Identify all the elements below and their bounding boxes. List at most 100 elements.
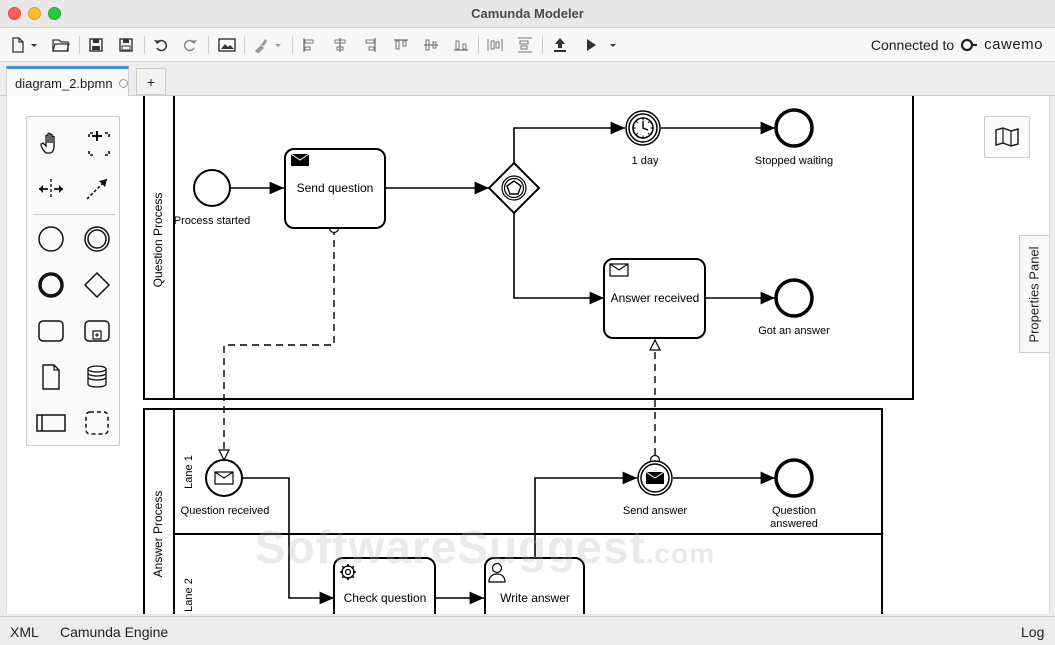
minimap-toggle-button[interactable] — [984, 116, 1030, 158]
tab-label: diagram_2.bpmn — [15, 75, 113, 91]
create-group[interactable] — [81, 407, 113, 439]
set-color-button[interactable] — [250, 36, 284, 54]
cawemo-connection[interactable]: Connected to cawemo — [871, 36, 1043, 53]
align-left-icon — [303, 38, 314, 52]
task-answer-received[interactable]: Answer received — [603, 258, 706, 339]
properties-panel-toggle[interactable]: Properties Panel — [1019, 235, 1049, 353]
lane-label: Lane 2 — [183, 578, 195, 612]
gateway-icon — [83, 271, 111, 299]
cawemo-logo-icon — [961, 38, 978, 51]
properties-panel-label: Properties Panel — [1027, 245, 1042, 343]
create-start-event[interactable] — [35, 223, 67, 255]
run-icon — [587, 39, 616, 51]
end-event-question-answered[interactable]: Question answered — [770, 458, 818, 530]
toolbar-separator — [79, 36, 80, 54]
tab-diagram[interactable]: diagram_2.bpmn — [6, 66, 129, 97]
window-title: Camunda Modeler — [471, 6, 584, 21]
message-flows[interactable] — [223, 228, 656, 460]
space-tool[interactable] — [35, 173, 67, 205]
task-check-question[interactable]: Check question — [333, 557, 436, 614]
end-event-stopped-waiting[interactable]: Stopped waiting — [755, 108, 833, 167]
save-button[interactable] — [86, 36, 106, 54]
event-label: answered — [770, 518, 818, 530]
xml-button[interactable]: XML — [10, 624, 39, 640]
minimize-window-button[interactable] — [28, 7, 41, 20]
unsaved-indicator-icon[interactable] — [118, 78, 128, 88]
data-store-icon — [87, 365, 107, 388]
distribute-horizontal-icon — [487, 39, 503, 51]
open-file-button[interactable] — [50, 36, 72, 54]
task-icon — [38, 320, 64, 342]
align-center-icon — [334, 38, 346, 52]
create-data-object[interactable] — [35, 361, 67, 393]
align-right-icon — [365, 38, 376, 52]
task-label: Send question — [297, 181, 374, 195]
open-folder-icon — [52, 39, 70, 52]
envelope-filled-icon — [645, 471, 665, 484]
create-gateway[interactable] — [81, 269, 113, 301]
start-event-process-started[interactable]: Process started — [174, 169, 250, 227]
diagram-canvas[interactable]: Question Process Answer Process Lane 1 L… — [6, 96, 1050, 614]
distribute-vertical-icon — [518, 37, 532, 53]
image-export-icon — [218, 38, 236, 52]
deploy-button[interactable] — [550, 36, 570, 54]
create-data-store[interactable] — [81, 361, 113, 393]
map-icon — [995, 127, 1019, 147]
task-label: Write answer — [500, 591, 570, 605]
create-subprocess[interactable] — [81, 315, 113, 347]
align-right-button[interactable] — [361, 36, 379, 54]
end-event-got-answer[interactable]: Got an answer — [758, 278, 830, 337]
align-center-button[interactable] — [331, 36, 349, 54]
event-label: Process started — [174, 215, 250, 227]
clock-icon — [632, 117, 654, 139]
pool-label: Question Process — [151, 193, 165, 288]
global-connect-tool[interactable] — [81, 173, 113, 205]
distribute-vertical-button[interactable] — [516, 36, 534, 54]
align-middle-button[interactable] — [422, 36, 440, 54]
undo-button[interactable] — [151, 36, 171, 54]
align-top-icon — [394, 39, 408, 50]
add-tab-button[interactable]: + — [136, 68, 166, 95]
color-brush-icon — [255, 39, 281, 53]
close-window-button[interactable] — [8, 7, 21, 20]
task-write-answer[interactable]: Write answer — [484, 557, 585, 614]
message-throw-event-send-answer[interactable]: Send answer — [623, 460, 688, 517]
align-left-button[interactable] — [300, 36, 318, 54]
event-based-gateway[interactable] — [487, 161, 541, 215]
deploy-icon — [554, 38, 566, 52]
create-task[interactable] — [35, 315, 67, 347]
status-bar: XML Camunda Engine Log — [0, 616, 1055, 645]
run-button[interactable] — [580, 36, 620, 54]
hand-tool-icon — [40, 132, 55, 154]
envelope-icon — [214, 471, 234, 485]
task-send-question[interactable]: Send question — [284, 148, 386, 229]
tab-bar: diagram_2.bpmn + — [0, 62, 1055, 97]
pool-answer-process[interactable]: Answer Process Lane 1 Lane 2 — [143, 408, 883, 614]
hand-tool[interactable] — [35, 127, 67, 159]
save-as-button[interactable] — [116, 36, 136, 54]
group-icon — [85, 411, 109, 435]
create-intermediate-event[interactable] — [81, 223, 113, 255]
tool-palette — [26, 116, 120, 446]
align-bottom-button[interactable] — [452, 36, 470, 54]
create-participant[interactable] — [35, 407, 67, 439]
redo-button[interactable] — [180, 36, 200, 54]
lasso-tool[interactable] — [81, 127, 113, 159]
pool-question-process[interactable]: Question Process — [143, 96, 914, 400]
engine-button[interactable]: Camunda Engine — [60, 624, 169, 640]
message-start-event-question-received[interactable]: Question received — [181, 459, 270, 517]
new-file-button[interactable] — [8, 36, 40, 54]
maximize-window-button[interactable] — [48, 7, 61, 20]
create-end-event[interactable] — [35, 269, 67, 301]
toolbar: Connected to cawemo — [0, 28, 1055, 62]
cawemo-brand: cawemo — [984, 36, 1043, 53]
export-image-button[interactable] — [216, 36, 238, 54]
timer-event-1-day[interactable]: 1 day — [625, 110, 661, 167]
send-message-icon — [290, 153, 310, 166]
log-button[interactable]: Log — [1021, 624, 1045, 640]
distribute-horizontal-button[interactable] — [486, 36, 504, 54]
align-top-button[interactable] — [392, 36, 410, 54]
gear-icon — [340, 564, 356, 580]
sequence-flows[interactable] — [230, 121, 775, 605]
bpmn-diagram[interactable]: Question Process Answer Process Lane 1 L… — [7, 96, 1050, 614]
